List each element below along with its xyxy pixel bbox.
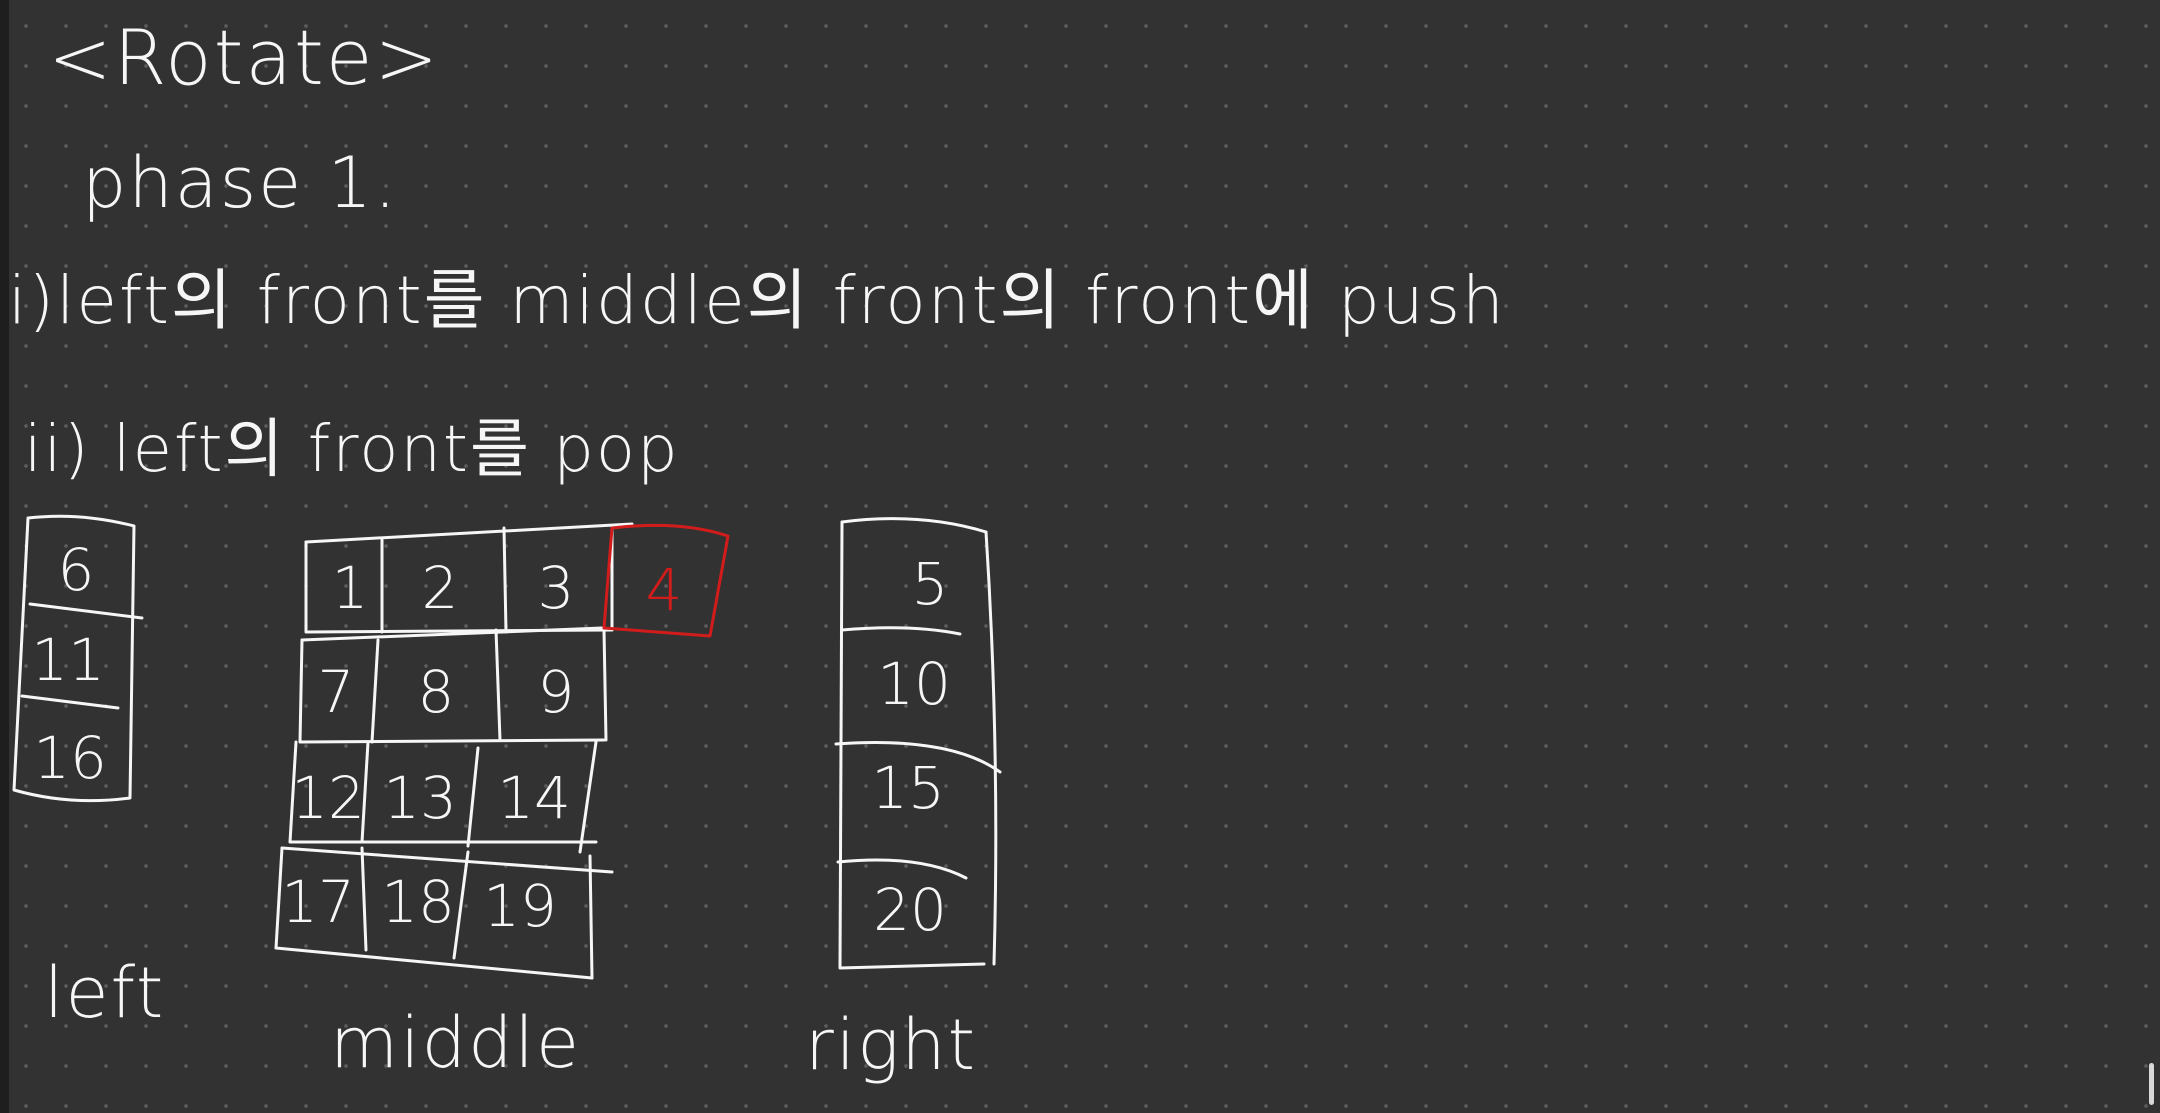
right-cell-1: 10 <box>877 650 951 718</box>
middle-grid-outline <box>274 522 634 980</box>
left-cell-1: 11 <box>31 626 105 694</box>
note-heading: <Rotate> <box>48 13 441 102</box>
left-deque-outline <box>12 514 144 803</box>
middle-cell-r2c0: 12 <box>291 764 365 832</box>
middle-cell-r0c2: 3 <box>538 554 575 622</box>
note-step-2: ii) left의 front를 pop <box>24 413 680 487</box>
window-left-edge <box>0 0 9 1113</box>
caption-left: left <box>44 952 166 1034</box>
middle-cell-r0c3-highlighted: 4 <box>646 556 683 624</box>
right-cell-2: 15 <box>871 754 945 822</box>
note-phase-label: phase 1. <box>82 142 399 224</box>
middle-cell-r3c2: 19 <box>483 872 557 940</box>
caption-middle: middle <box>330 1002 582 1084</box>
middle-cell-r2c1: 13 <box>383 764 457 832</box>
middle-cell-r1c2: 9 <box>538 658 575 726</box>
middle-cell-r3c1: 18 <box>381 868 455 936</box>
right-cell-3: 20 <box>873 876 947 944</box>
left-cell-0: 6 <box>58 536 95 604</box>
vertical-scrollbar-thumb[interactable] <box>2149 1063 2154 1105</box>
middle-cell-r1c0: 7 <box>318 658 355 726</box>
right-cell-0: 5 <box>912 550 949 618</box>
middle-cell-r0c1: 2 <box>422 554 459 622</box>
middle-cell-r0c0: 1 <box>332 554 369 622</box>
middle-cell-r1c1: 8 <box>418 658 455 726</box>
left-cell-2: 16 <box>33 724 107 792</box>
note-step-1: i)left의 front를 middle의 front의 front에 pus… <box>8 262 1506 339</box>
right-deque-outline <box>834 517 1002 970</box>
caption-right: right <box>805 1004 978 1086</box>
middle-cell-r2c2: 14 <box>497 764 571 832</box>
middle-cell-r3c0: 17 <box>281 868 355 936</box>
highlighted-cell-outline <box>602 523 730 638</box>
